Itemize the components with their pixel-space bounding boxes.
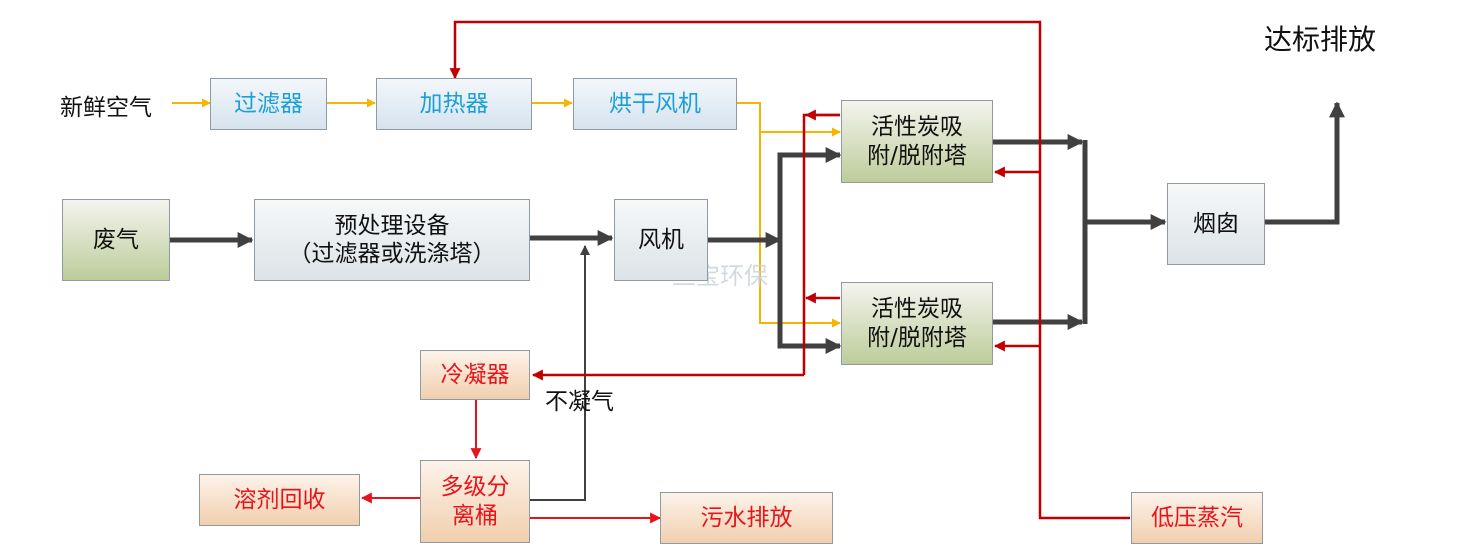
chimney-box: 烟囱 — [1167, 183, 1265, 265]
separator-label-line2: 离桶 — [452, 502, 498, 529]
pretreatment-sublabel: （过滤器或洗涤塔） — [288, 241, 496, 267]
fresh-air-line — [172, 98, 841, 328]
dry-fan-box: 烘干风机 — [573, 78, 737, 130]
waste-gas-label: 废气 — [93, 226, 139, 253]
filter-box: 过滤器 — [210, 78, 327, 130]
fan-label: 风机 — [638, 226, 684, 253]
discharge-label: 达标排放 — [1264, 23, 1377, 56]
pretreatment-label: 预处理设备 — [334, 212, 450, 239]
chimney-label: 烟囱 — [1193, 210, 1239, 237]
fan-box: 风机 — [614, 199, 708, 281]
tower-2-label-line2: 附/脱附塔 — [867, 324, 967, 351]
waste-gas-box: 废气 — [62, 199, 170, 281]
non-condensable-return-line — [530, 245, 590, 501]
low-pressure-steam-box: 低压蒸汽 — [1131, 492, 1263, 544]
wastewater-label: 污水排放 — [700, 504, 793, 531]
adsorption-tower-1: 活性炭吸 附/脱附塔 — [841, 100, 993, 183]
solvent-recovery-label: 溶剂回收 — [233, 486, 326, 513]
solvent-recovery-box: 溶剂回收 — [199, 474, 360, 526]
condenser-label: 冷凝器 — [440, 361, 510, 388]
adsorption-tower-2: 活性炭吸 附/脱附塔 — [841, 282, 993, 365]
filter-label: 过滤器 — [234, 90, 303, 117]
steam-line — [449, 20, 1130, 520]
separator-box: 多级分 离桶 — [420, 460, 530, 543]
fresh-air-label: 新鲜空气 — [60, 95, 152, 121]
condenser-box: 冷凝器 — [420, 350, 530, 400]
non-condensable-label: 不凝气 — [545, 389, 614, 415]
waste-gas-line — [170, 101, 1345, 354]
separator-label-line1: 多级分 — [440, 474, 510, 501]
tower-2-label-line1: 活性炭吸 — [871, 296, 963, 323]
heater-label: 加热器 — [419, 90, 489, 117]
tower-1-label-line1: 活性炭吸 — [871, 114, 963, 141]
low-pressure-steam-label: 低压蒸汽 — [1151, 504, 1243, 531]
condensate-line — [360, 400, 662, 524]
wastewater-box: 污水排放 — [660, 492, 833, 544]
dry-fan-label: 烘干风机 — [609, 90, 701, 117]
tower-1-label-line2: 附/脱附塔 — [867, 142, 967, 169]
heater-box: 加热器 — [376, 78, 532, 130]
pretreatment-box: 预处理设备 （过滤器或洗涤塔） — [254, 199, 530, 281]
